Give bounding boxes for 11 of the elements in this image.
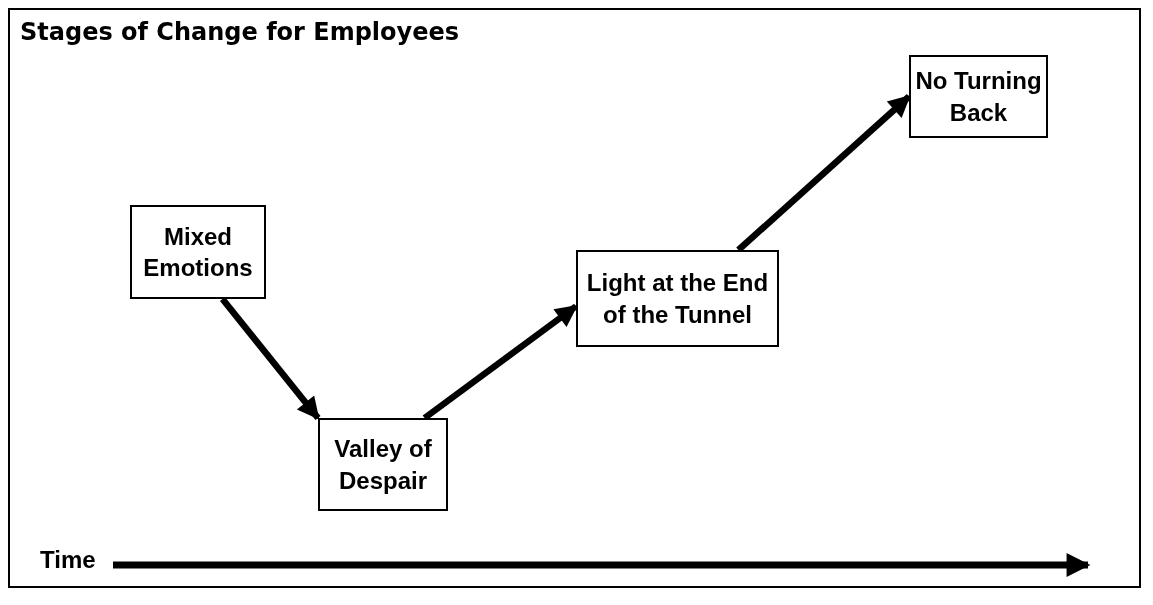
axis-label: Time	[40, 546, 96, 574]
stage-label: No Turning Back	[914, 66, 1043, 128]
arrow	[422, 303, 578, 421]
stage-label: Mixed Emotions	[142, 221, 254, 283]
diagram-title: Stages of Change for Employees	[20, 18, 460, 46]
stage-box	[318, 418, 448, 511]
stage-box	[130, 205, 266, 299]
stage-label: Light at the End of the Tunnel	[585, 268, 770, 330]
stage-label: Valley of Despair	[333, 434, 433, 496]
stage-box	[576, 250, 779, 347]
stage-box	[909, 55, 1048, 138]
